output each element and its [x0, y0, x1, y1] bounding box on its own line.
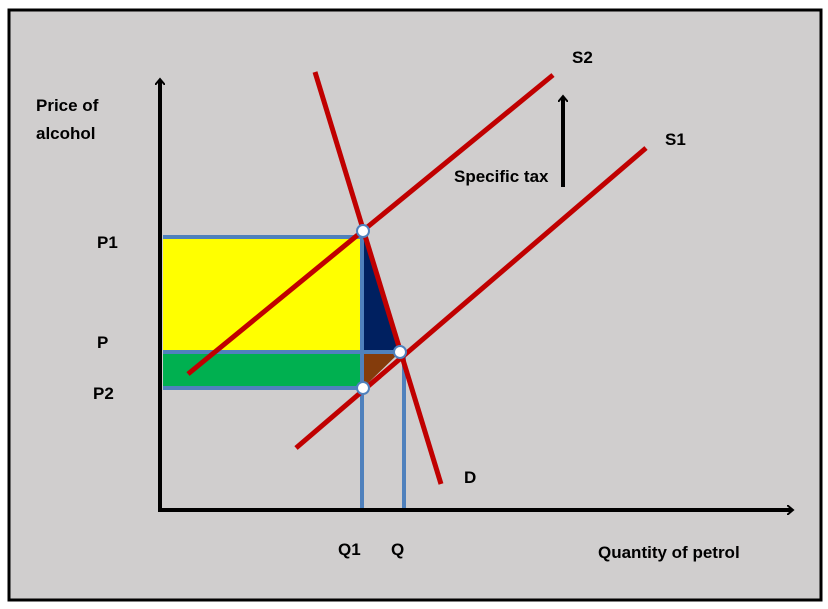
quantity-label-q1: Q1: [338, 540, 361, 559]
price-label-p: P: [97, 333, 108, 352]
price-label-p2: P2: [93, 384, 114, 403]
diagram-frame: [7, 8, 823, 602]
equilibrium-point-p2: [356, 381, 370, 395]
specific-tax-label: Specific tax: [454, 167, 549, 186]
y-axis-label-line1: Price of: [36, 96, 99, 115]
equilibrium-point-p1: [356, 224, 370, 238]
deadweight-loss-producer: [363, 352, 400, 388]
curve-label-d: D: [464, 468, 476, 487]
supply-curve-s1: [294, 146, 648, 450]
price-label-p1: P1: [97, 233, 118, 252]
curve-label-s2: S2: [572, 48, 593, 67]
quantity-label-q: Q: [391, 540, 404, 559]
y-axis-label-line2: alcohol: [36, 124, 96, 143]
curve-label-s1: S1: [665, 130, 686, 149]
x-axis-label: Quantity of petrol: [598, 543, 740, 562]
demand-curve: [312, 71, 444, 485]
supply-curve-s2: [186, 73, 555, 376]
equilibrium-point-p: [393, 345, 407, 359]
